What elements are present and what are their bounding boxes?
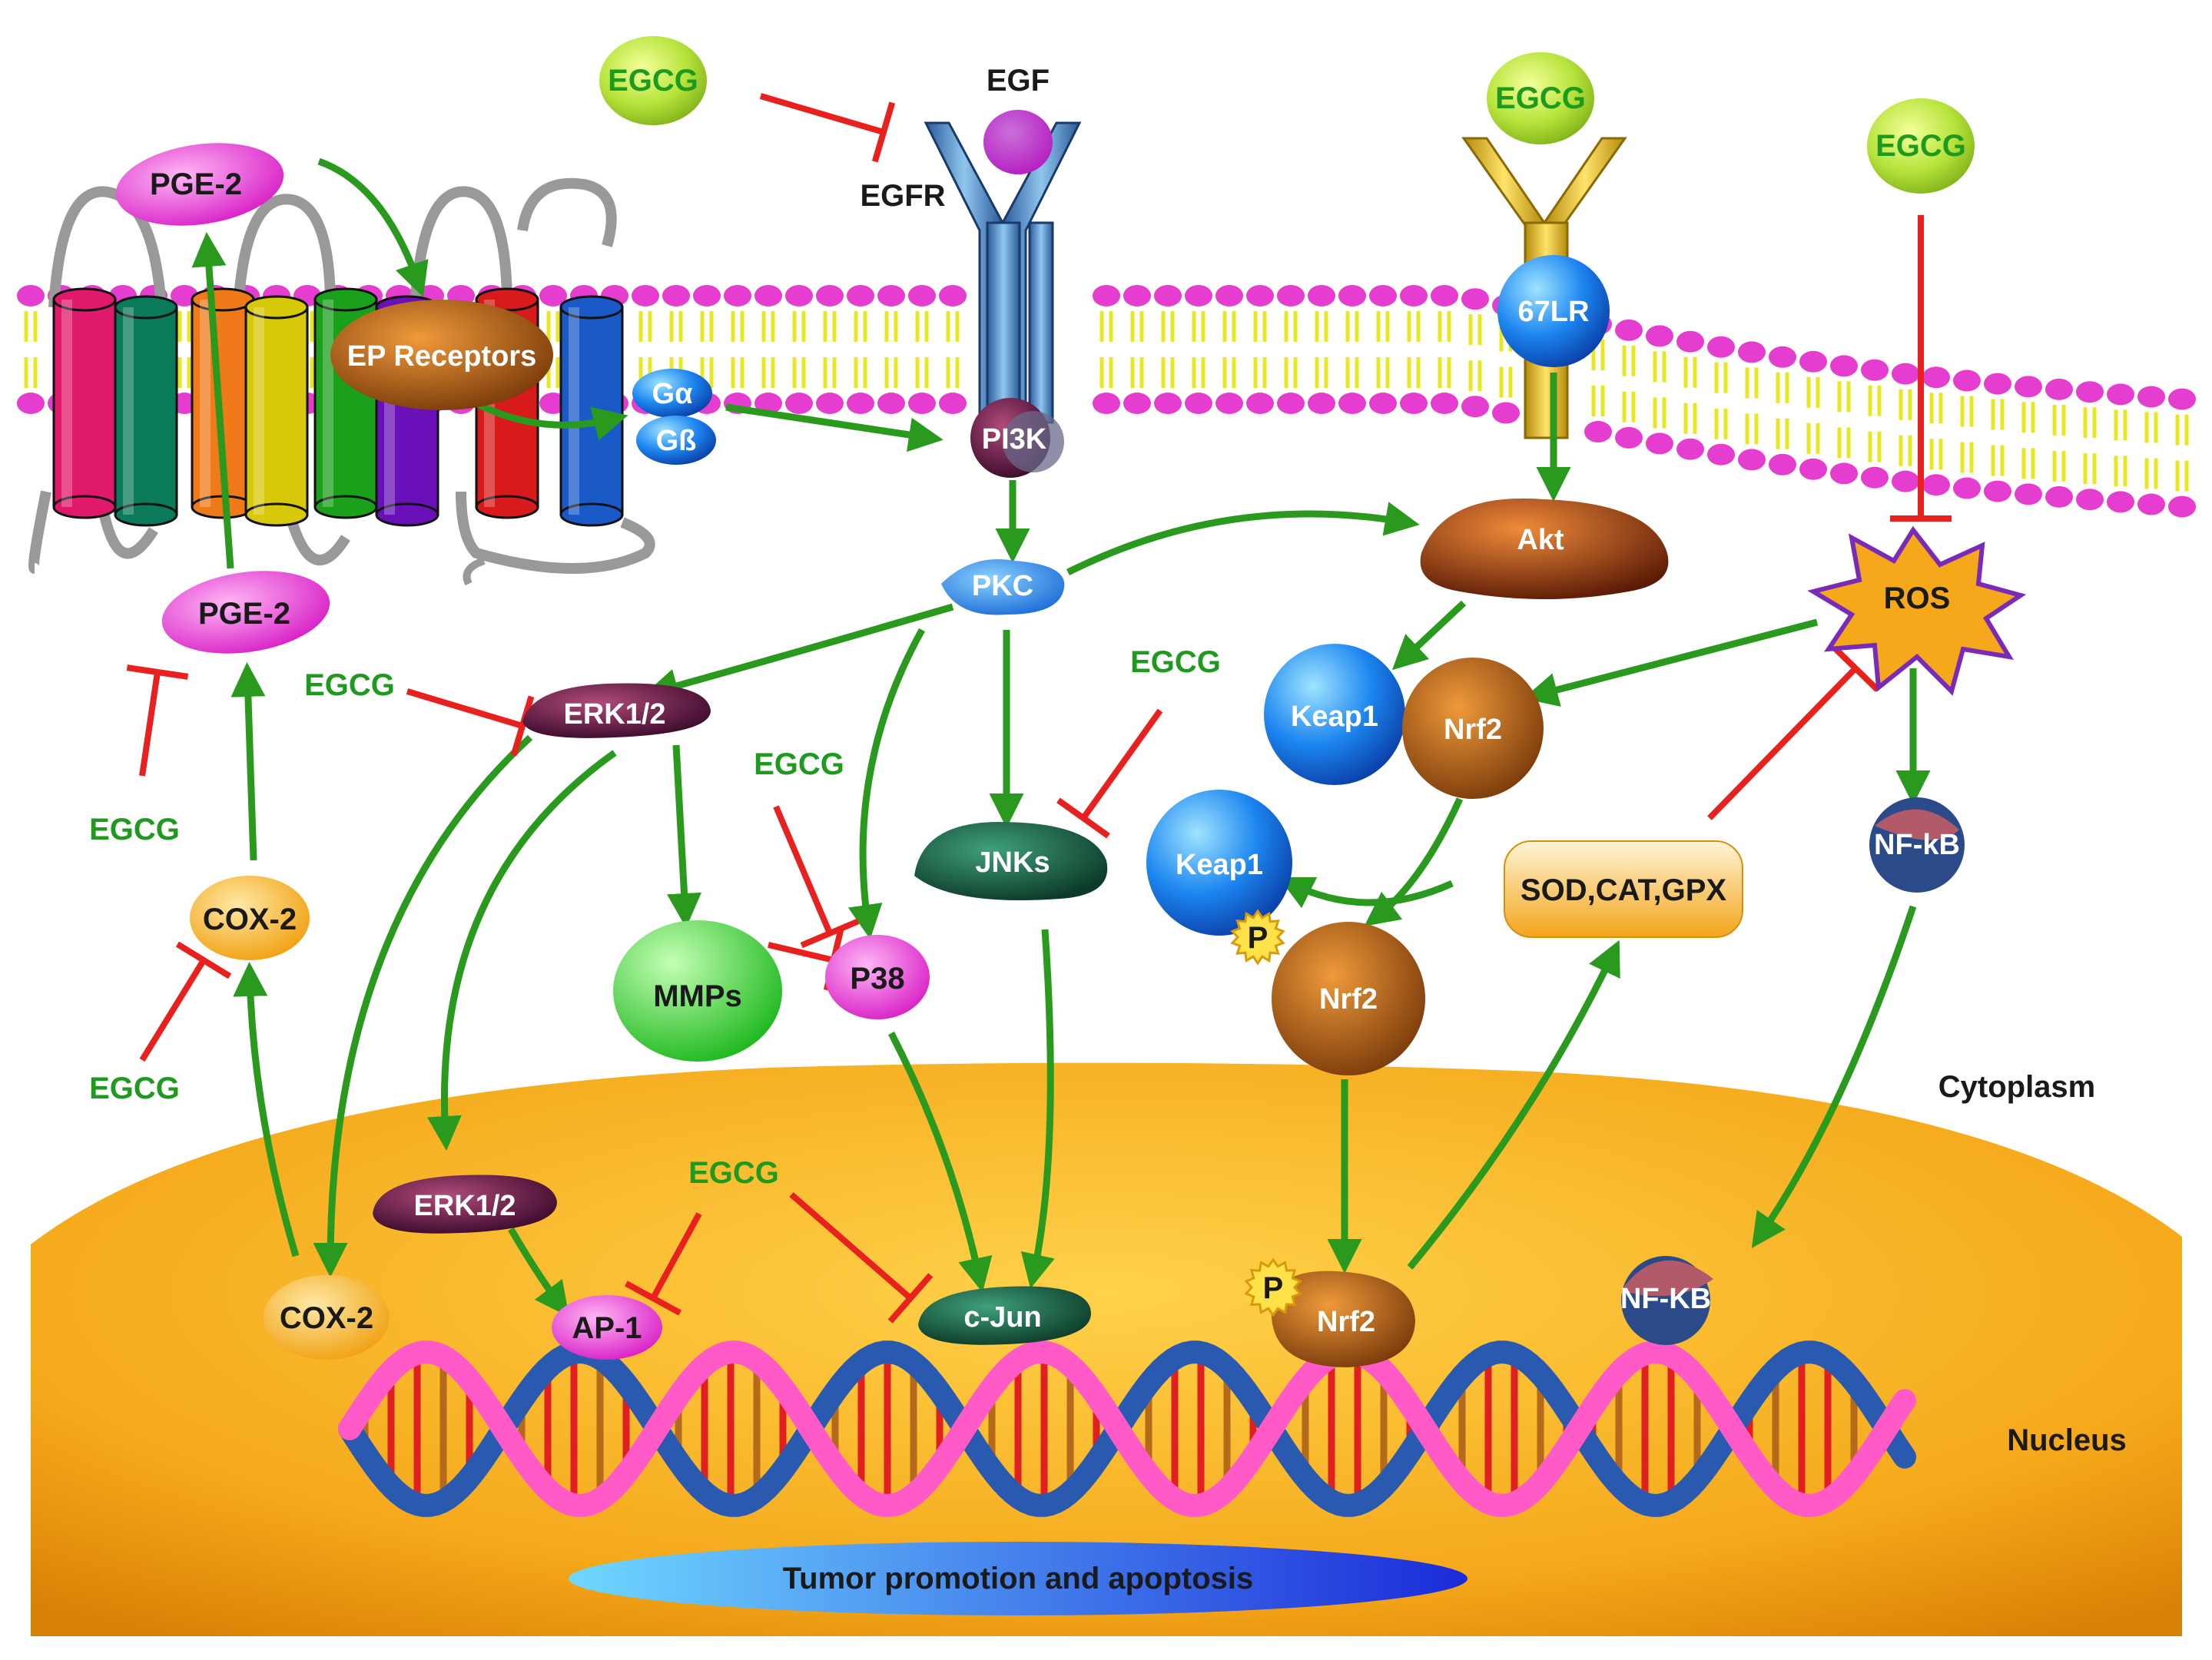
nrf2-nucleus-label: Nrf2 — [1317, 1306, 1375, 1338]
g-beta-node — [636, 416, 716, 465]
mmps-label: MMPs — [653, 979, 742, 1013]
egf-ligand — [983, 110, 1053, 174]
egcg-label: EGCG — [89, 813, 180, 847]
nfkb-label: NF-kB — [1874, 829, 1960, 861]
egcg-molecule-icon — [1487, 52, 1594, 144]
egcg-label: EGCG — [754, 747, 844, 781]
phosphate-star-icon: P — [1244, 1257, 1302, 1317]
cox2-label: COX-2 — [203, 903, 297, 936]
pge2-lower-node — [161, 571, 330, 654]
keap1-released-node — [1146, 790, 1292, 936]
cjun-label: c-Jun — [963, 1301, 1041, 1334]
pi3k-label: PI3K — [982, 423, 1047, 456]
pge2-top-label: PGE-2 — [150, 167, 242, 201]
cox2-node — [190, 876, 310, 960]
pge2-lower-label: PGE-2 — [198, 597, 290, 631]
pkc-label: PKC — [972, 570, 1033, 602]
akt-label: Akt — [1517, 524, 1564, 556]
nucleus-label: Nucleus — [2007, 1423, 2127, 1457]
ros-label: ROS — [1884, 581, 1951, 615]
egcg-label: EGCG — [608, 64, 698, 98]
g-alpha-node — [632, 369, 712, 418]
outcome-banner — [569, 1542, 1467, 1615]
sod-cat-gpx-node — [1504, 840, 1743, 938]
erk12-nucleus-node — [373, 1175, 557, 1234]
ap1-label: AP-1 — [572, 1311, 642, 1345]
egfr-receptor-icon — [924, 121, 1082, 424]
g-alpha-label: Gα — [652, 378, 693, 410]
erk12-node — [522, 683, 711, 738]
67lr-label: 67LR — [1518, 296, 1590, 328]
cjun-node — [918, 1286, 1091, 1345]
egcg-label: EGCG — [1875, 129, 1966, 163]
nrf2-label: Nrf2 — [1444, 714, 1502, 746]
pathway-edges — [126, 93, 1952, 1324]
jnks-label: JNKs — [975, 847, 1050, 879]
jnks-node — [914, 822, 1108, 900]
nrf2-node — [1402, 658, 1544, 799]
phosphate-label: P — [1248, 921, 1269, 955]
keap1-node — [1264, 644, 1405, 785]
67lr-node — [1497, 255, 1610, 367]
ep-receptors-label: EP Receptors — [347, 340, 536, 373]
egcg-label: EGCG — [1495, 81, 1586, 115]
nrf2-nucleus-node — [1271, 1271, 1415, 1367]
mmps-node — [613, 920, 782, 1062]
egcg-label: EGCG — [304, 668, 395, 702]
egcg-label: EGCG — [1130, 645, 1221, 679]
g-beta-label: Gß — [656, 425, 697, 457]
p38-node — [825, 935, 930, 1019]
pge2-top-node — [115, 143, 284, 226]
egcg-molecule-icon — [1867, 98, 1975, 194]
p38-label: P38 — [850, 962, 904, 996]
pkc-node — [941, 559, 1065, 615]
egfr-label: EGFR — [860, 179, 945, 213]
cox2-nucleus-node — [264, 1275, 390, 1360]
keap1-released-label: Keap1 — [1176, 849, 1263, 881]
ros-burst-icon — [1807, 525, 2027, 696]
nfkb-nucleus-label: NF-KB — [1620, 1283, 1711, 1315]
cox2-nucleus-label: COX-2 — [280, 1301, 373, 1335]
erk12-label: ERK1/2 — [563, 698, 665, 731]
outcome-label: Tumor promotion and apoptosis — [783, 1562, 1254, 1595]
erk12-nucleus-label: ERK1/2 — [413, 1190, 516, 1222]
egcg-molecule-icon — [599, 36, 707, 125]
nrf2-phosphorylated-label: Nrf2 — [1319, 983, 1378, 1016]
egcg-label: EGCG — [688, 1156, 779, 1190]
sod-cat-gpx-label: SOD,CAT,GPX — [1521, 873, 1727, 907]
egcg-label: EGCG — [89, 1072, 180, 1105]
egf-label: EGF — [987, 64, 1050, 98]
akt-node — [1420, 498, 1669, 599]
dna-double-helix-icon — [338, 1340, 1916, 1517]
ap1-node — [552, 1295, 662, 1360]
phosphate-star-icon: P — [1230, 909, 1285, 966]
cytoplasm-label: Cytoplasm — [1938, 1070, 2096, 1104]
ep-receptors-node — [330, 300, 553, 410]
phosphate-nucleus-label: P — [1263, 1271, 1284, 1305]
nrf2-phosphorylated-node — [1272, 922, 1425, 1075]
keap1-label: Keap1 — [1291, 701, 1378, 733]
